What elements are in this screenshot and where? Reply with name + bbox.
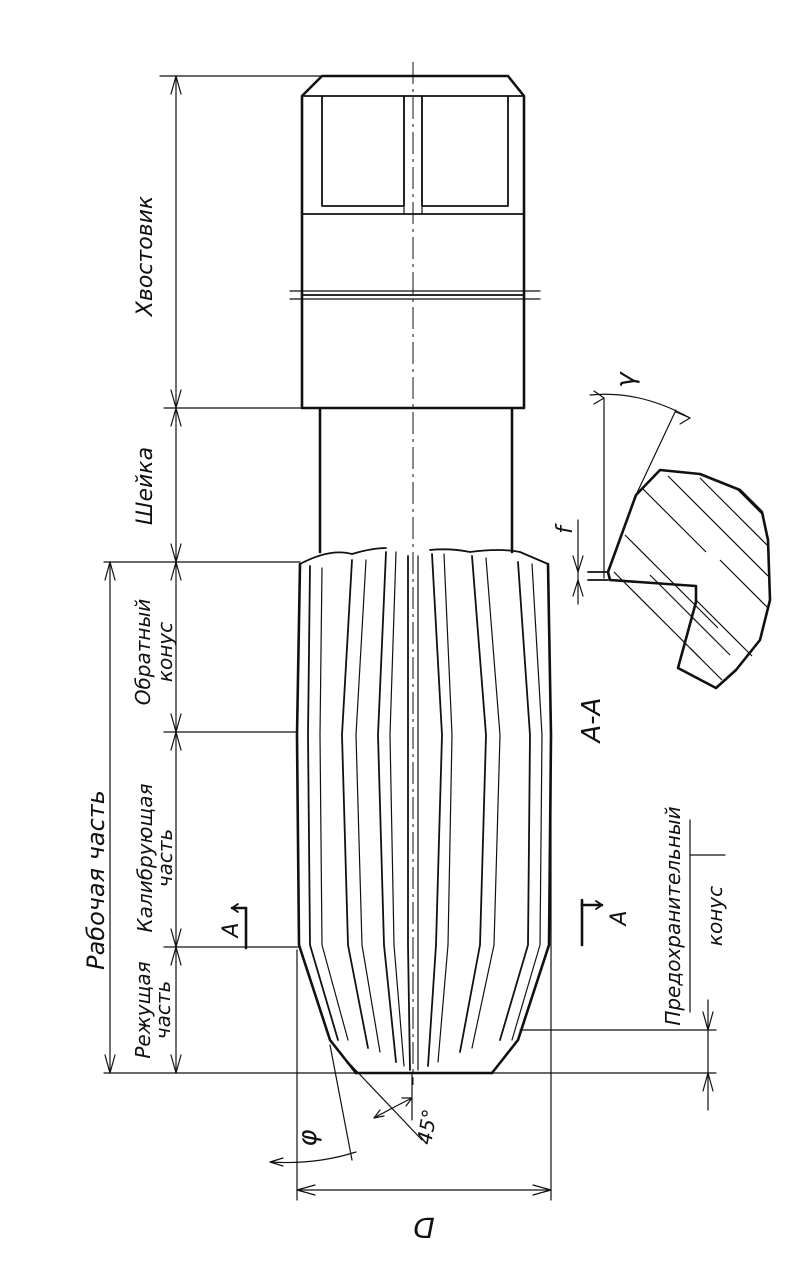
- section-a-a: [572, 390, 772, 690]
- label-back-taper-2: конус: [153, 622, 177, 682]
- label-section-mark-left: А: [219, 922, 244, 939]
- shank-body: [289, 74, 541, 410]
- label-sizing-part-1: Калибрующая: [133, 783, 157, 932]
- label-back-taper-1: Обратный: [131, 599, 155, 706]
- safety-cone-dimension: [479, 819, 726, 1111]
- label-safety-cone-1: Предохранительный: [661, 806, 685, 1025]
- section-mark-left: [230, 903, 248, 950]
- neck-body: [318, 406, 514, 554]
- label-phi: φ: [293, 1129, 323, 1146]
- dimension-lines-left: [103, 75, 357, 1074]
- label-gamma: γ: [611, 371, 641, 388]
- label-sizing-part-2: часть: [153, 829, 177, 888]
- label-safety-cone-2: конус: [703, 886, 727, 946]
- label-cutting-part-1: Режущая: [131, 961, 155, 1058]
- label-shank: Хвостовик: [133, 195, 158, 317]
- label-f: f: [553, 523, 578, 534]
- label-neck: Шейка: [133, 447, 158, 525]
- label-section-mark-right: А: [607, 910, 632, 927]
- angle-dimensions: [269, 1044, 423, 1167]
- label-chamfer-angle: 45°: [412, 1107, 442, 1146]
- label-diameter: D: [413, 1211, 435, 1244]
- diameter-dimension: [296, 739, 552, 1201]
- section-mark-right: [580, 898, 604, 947]
- reamer-flutes: [295, 547, 553, 1075]
- label-working-part: Рабочая часть: [82, 790, 110, 970]
- label-section-title: А-А: [577, 698, 607, 745]
- label-cutting-part-2: часть: [151, 981, 175, 1040]
